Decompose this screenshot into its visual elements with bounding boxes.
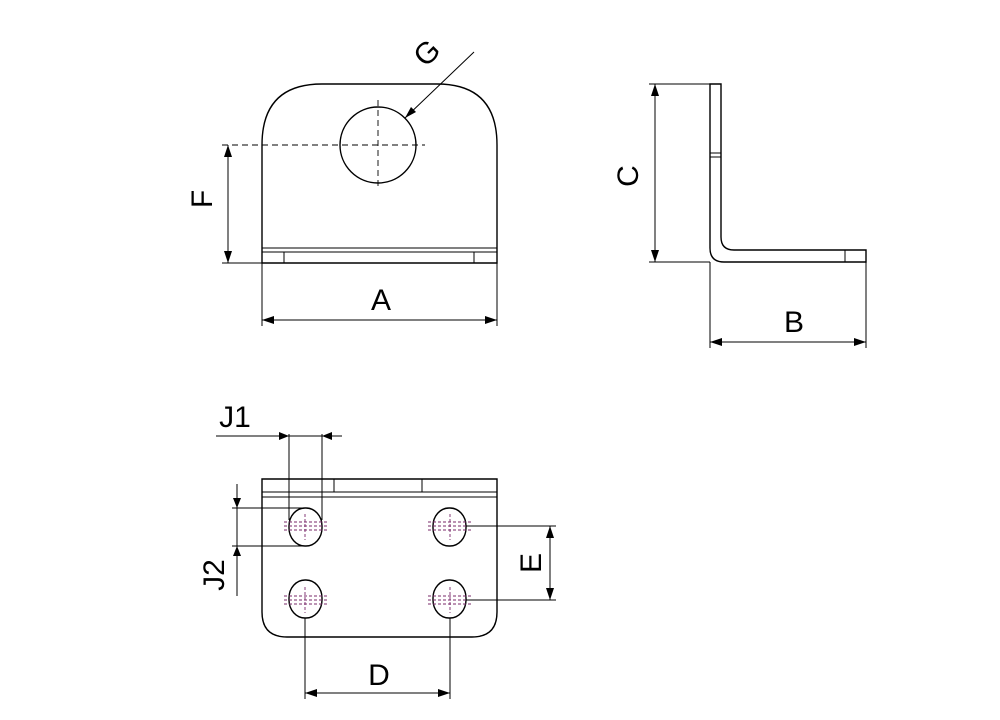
dimension-e-arrow-bottom [546, 588, 554, 600]
dimension-e-arrow-top [546, 526, 554, 538]
slotted-hole-top-left [284, 507, 327, 547]
dimension-j1-label: J1 [219, 401, 251, 434]
dimension-j2-label: J2 [198, 559, 231, 591]
dimension-f-label: F [186, 190, 219, 208]
dimension-j1-arrow-left [279, 432, 289, 440]
dimension-f-arrow-bottom [224, 251, 232, 263]
side-view-outline [709, 83, 867, 263]
dimension-b-arrow-right [854, 338, 866, 346]
side-view: C B [612, 83, 867, 348]
dimension-j2-arrow-top [233, 498, 241, 508]
dimension-f-arrow-top [224, 145, 232, 157]
front-view-outline [261, 83, 498, 264]
dimension-a-label: A [371, 284, 391, 317]
top-view-outline [261, 478, 498, 638]
dimension-d-arrow-left [305, 689, 317, 697]
dimension-c-label: C [612, 165, 645, 187]
dimension-d-label: D [368, 659, 390, 692]
dimension-b-label: B [784, 306, 804, 339]
dimension-e-label: E [515, 553, 548, 573]
front-view: G F A [186, 33, 498, 326]
dimension-g-leader [404, 51, 475, 119]
dimension-a-arrow-left [262, 316, 274, 324]
dimension-c-arrow-top [651, 84, 659, 96]
dimension-j1-arrow-right [322, 432, 332, 440]
slotted-hole-bottom-right [428, 579, 471, 619]
top-view: J1 J2 E D [198, 401, 556, 699]
slotted-hole-top-right [428, 507, 471, 547]
dimension-g-label: G [407, 33, 447, 73]
dimension-a-arrow-right [485, 316, 497, 324]
dimension-g-arrowhead [405, 107, 416, 118]
dimension-d-arrow-right [438, 689, 450, 697]
slotted-hole-bottom-left [284, 579, 327, 619]
dimension-c-arrow-bottom [651, 250, 659, 262]
dimension-j2-arrow-bottom [233, 546, 241, 556]
dimension-b-arrow-left [710, 338, 722, 346]
